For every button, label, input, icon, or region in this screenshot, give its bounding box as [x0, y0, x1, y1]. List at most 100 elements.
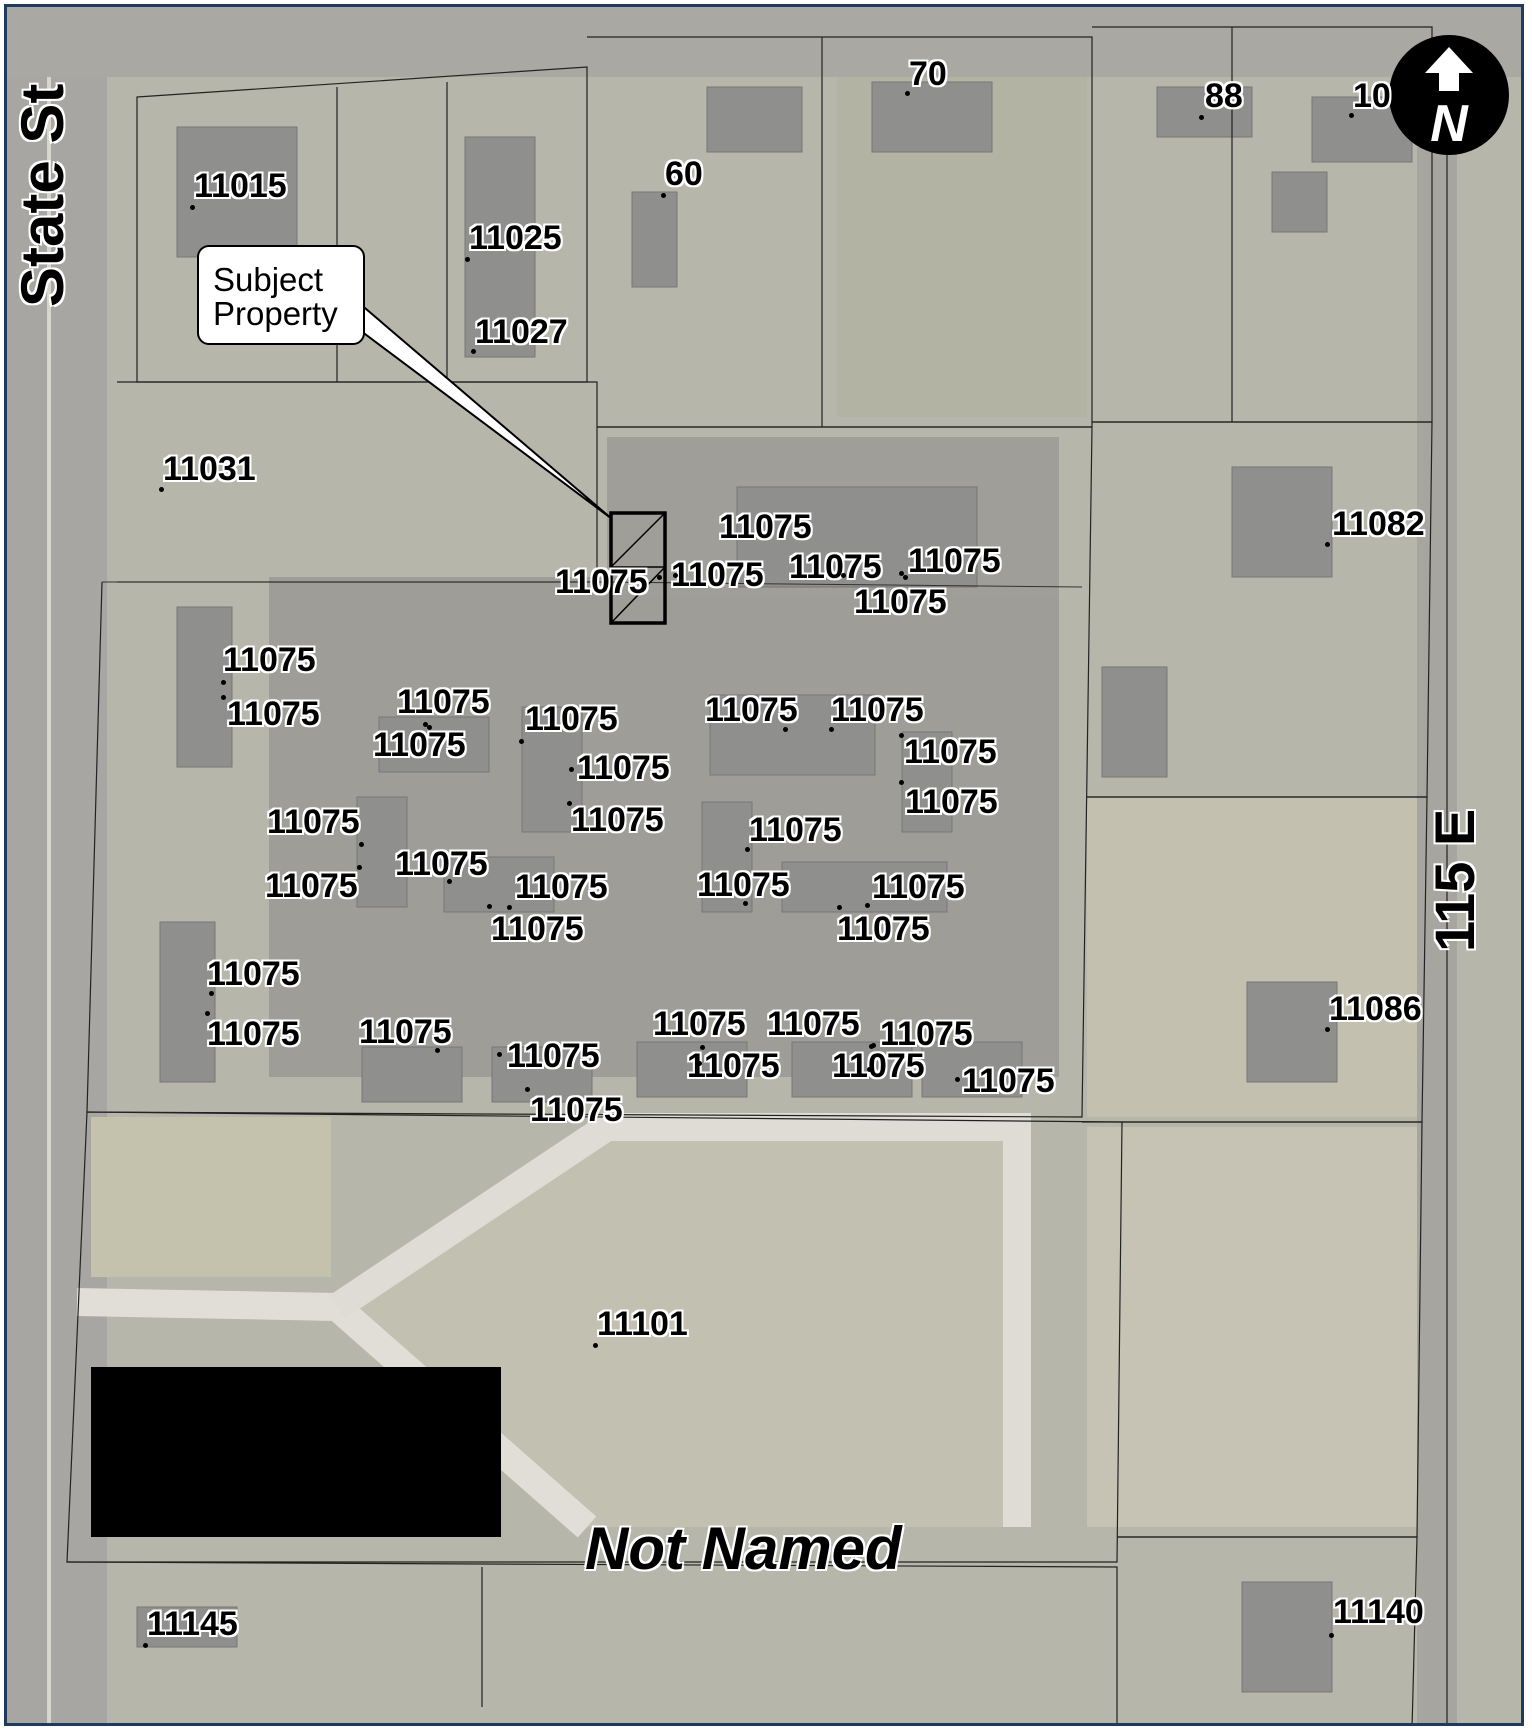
- parcel-label-11075: 11075: [908, 542, 1001, 580]
- callout-line-1: Subject: [213, 261, 324, 298]
- parcel-point: [205, 1011, 210, 1016]
- subject-parcel-outline: [609, 511, 667, 625]
- parcel-point: [593, 1343, 598, 1348]
- parcel-label-11075: 11075: [207, 1015, 300, 1053]
- parcel-label-11140: 11140: [1333, 1593, 1424, 1631]
- parcel-point: [899, 571, 904, 576]
- parcel-label-11075: 11075: [515, 868, 608, 906]
- parcel-label-11075: 11075: [749, 811, 842, 849]
- parcel-label-11075: 11075: [837, 910, 930, 948]
- parcel-label-11075: 11075: [359, 1013, 452, 1051]
- parcel-point: [783, 727, 788, 732]
- parcel-label-11075: 11075: [397, 683, 490, 721]
- parcel-point: [1325, 1027, 1330, 1032]
- callout-line-2: Property: [213, 295, 338, 332]
- parcel-point: [525, 1087, 530, 1092]
- parcel-label-11075: 11075: [207, 955, 300, 993]
- parcel-point: [697, 1061, 702, 1066]
- parcel-point: [1349, 113, 1354, 118]
- parcel-point: [507, 905, 512, 910]
- parcel-label-11101: 11101: [597, 1305, 688, 1343]
- parcel-point: [357, 865, 362, 870]
- parcel-label-11075: 11075: [904, 733, 997, 771]
- parcel-point: [497, 1052, 502, 1057]
- parcel-point: [673, 573, 678, 578]
- parcel-label-11075: 11075: [880, 1015, 973, 1053]
- parcel-point: [221, 695, 226, 700]
- parcel-label-11075: 11075: [719, 508, 812, 546]
- parcel-point: [657, 575, 662, 580]
- parcel-label-10: 10: [1353, 77, 1391, 115]
- parcel-point: [447, 879, 452, 884]
- parcel-label-11075: 11075: [789, 548, 882, 586]
- parcel-label-11075: 11075: [905, 783, 998, 821]
- parcel-label-11075: 11075: [571, 801, 664, 839]
- parcel-point: [209, 991, 214, 996]
- parcel-label-11075: 11075: [854, 583, 947, 621]
- parcel-label-11075: 11075: [265, 867, 358, 905]
- parcel-point: [471, 349, 476, 354]
- parcel-point: [435, 1048, 440, 1053]
- parcel-label-11075: 11075: [767, 1005, 860, 1043]
- parcel-label-11086: 11086: [1329, 990, 1422, 1028]
- parcel-point: [905, 91, 910, 96]
- parcel-label-11075: 11075: [373, 726, 466, 764]
- parcel-label-11075: 11075: [395, 845, 488, 883]
- parcel-label-88: 88: [1205, 77, 1243, 115]
- parcel-label-11027: 11027: [475, 313, 568, 351]
- parcel-label-70: 70: [909, 55, 947, 93]
- parcel-point: [143, 1643, 148, 1648]
- parcel-point: [487, 904, 492, 909]
- parcel-label-11075: 11075: [831, 691, 924, 729]
- parcel-point: [190, 205, 195, 210]
- parcel-label-11075: 11075: [267, 803, 360, 841]
- parcel-label-11075: 11075: [530, 1091, 623, 1129]
- parcel-point: [829, 727, 834, 732]
- parcel-point: [867, 1067, 872, 1072]
- road-label-115-e: 115 E: [1423, 808, 1486, 952]
- parcel-point: [899, 780, 904, 785]
- aerial-map: [7, 7, 1521, 1723]
- parcel-label-11145: 11145: [147, 1605, 238, 1643]
- parcel-point: [1199, 115, 1204, 120]
- parcel-point: [159, 487, 164, 492]
- parcel-point: [865, 903, 870, 908]
- parcel-point: [1325, 542, 1330, 547]
- parcel-label-11075: 11075: [872, 868, 965, 906]
- parcel-point: [221, 680, 226, 685]
- road-label-not-named: Not Named: [585, 1515, 902, 1582]
- parcel-label-11075: 11075: [697, 866, 790, 904]
- parcel-label-11075: 11075: [525, 700, 618, 738]
- parcel-label-11015: 11015: [194, 167, 287, 205]
- parcel-point: [567, 801, 572, 806]
- subject-property-callout: Subject Property: [197, 245, 365, 345]
- parcel-point: [871, 1043, 876, 1048]
- parcel-point: [427, 725, 432, 730]
- parcel-label-11075: 11075: [507, 1037, 600, 1075]
- parcel-point: [700, 1045, 705, 1050]
- parcel-point: [519, 739, 524, 744]
- parcel-point: [569, 767, 574, 772]
- parcel-point: [955, 1077, 960, 1082]
- parcel-label-11075: 11075: [687, 1047, 780, 1085]
- parcel-label-11082: 11082: [1332, 505, 1425, 543]
- parcel-point: [837, 905, 842, 910]
- parcel-point: [841, 573, 846, 578]
- parcel-label-11075: 11075: [555, 563, 648, 601]
- road-label-state-st: State St: [9, 83, 76, 307]
- parcel-point: [899, 733, 904, 738]
- parcel-point: [359, 842, 364, 847]
- parcel-point: [753, 567, 758, 572]
- parcel-point: [1329, 1633, 1334, 1638]
- parcel-label-11025: 11025: [469, 219, 562, 257]
- map-frame: Subject Property State St 115 E Not Name…: [4, 4, 1524, 1726]
- parcel-label-11075: 11075: [832, 1047, 925, 1085]
- north-arrow-letter: N: [1430, 95, 1469, 153]
- parcel-label-60: 60: [665, 155, 703, 193]
- parcel-label-11075: 11075: [962, 1062, 1055, 1100]
- parcel-point: [465, 257, 470, 262]
- parcel-point: [745, 847, 750, 852]
- parcel-label-11031: 11031: [163, 450, 256, 488]
- parcel-label-11075: 11075: [577, 749, 670, 787]
- parcel-point: [661, 193, 666, 198]
